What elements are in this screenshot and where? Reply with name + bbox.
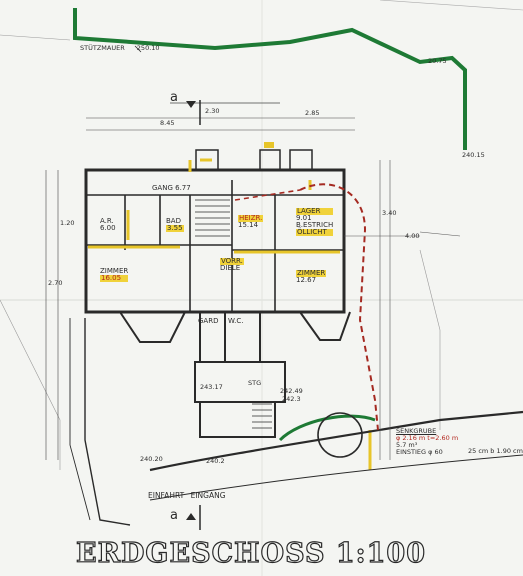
elev-240-2: 240.2	[206, 457, 225, 465]
sewer-line	[234, 189, 301, 201]
chimney	[195, 149, 219, 171]
senkgrube-volume: 5.7 m³	[396, 441, 418, 449]
dim-3-40: 3.40	[382, 209, 397, 217]
entry-stair	[252, 403, 272, 429]
dim-1-20: 1.20	[60, 219, 75, 227]
chimney	[289, 149, 313, 171]
room-diele-name: DIELE	[220, 264, 241, 272]
section-arrow	[186, 513, 196, 520]
room-zimmer-left-name: ZIMMER	[100, 267, 129, 275]
stair-label: STG	[248, 379, 262, 387]
retaining-wall-inner	[214, 41, 291, 49]
drawing-title: ERDGESCHOSS 1:100	[75, 537, 427, 569]
senkgrube-einstieg: EINSTIEG φ 60	[396, 448, 443, 456]
terrace-outline	[69, 318, 91, 521]
elevation-top-right: 20.75	[428, 57, 447, 65]
sewer-line	[299, 183, 379, 431]
elev-242-49: 242.49	[280, 387, 303, 395]
room-heizr: HEIZR. 15.14	[238, 214, 264, 229]
section-arrow	[186, 101, 196, 108]
site-boundary	[0, 34, 71, 41]
dim-2-30: 2.30	[205, 107, 220, 115]
section-mark-bottom: a	[170, 508, 178, 523]
room-lager-name: LAGER	[296, 208, 334, 215]
site-boundary	[379, 0, 523, 11]
driveway	[149, 410, 523, 472]
stuetzmauer-label: STÜTZMAUER 250.10	[80, 45, 160, 52]
room-bad: BAD 3.55	[166, 218, 184, 232]
room-ar-name: A.R.	[100, 217, 114, 225]
room-heizr-name: HEIZR.	[238, 214, 264, 222]
bay-window	[119, 311, 186, 343]
terrace-outline	[84, 318, 131, 526]
chimney-marker	[264, 142, 274, 148]
room-lager-area: 9.01	[296, 214, 312, 222]
room-vorr: VORR. DIELE	[220, 258, 244, 272]
elev-243-17: 243.17	[200, 383, 223, 391]
room-ar: A.R. 6.00	[100, 218, 116, 232]
retaining-wall	[73, 8, 467, 150]
room-heizr-area: 15.14	[238, 221, 259, 229]
einfahrt-text: EINFAHRT	[148, 491, 185, 500]
dim-2-85: 2.85	[305, 109, 320, 117]
room-wc: W.C.	[228, 317, 244, 325]
room-zimmer-left: ZIMMER 16.05	[100, 267, 129, 282]
dim-4-00: 4.00	[405, 232, 420, 240]
chimney	[259, 149, 281, 171]
room-gang: GANG 6.77	[152, 185, 191, 192]
eingang-text: EINGANG	[190, 491, 226, 500]
dim-8-45: 8.45	[160, 119, 175, 127]
room-lager-note: B.ESTRICH	[296, 221, 334, 229]
room-bad-area: 3.55	[166, 224, 184, 232]
room-lager-oelicht: ÖLLICHT	[296, 229, 334, 236]
dim-2-70: 2.70	[48, 279, 63, 287]
site-boundary	[419, 249, 441, 430]
senkgrube-dimensions: φ 2.16 m t=2.60 m	[396, 434, 459, 442]
room-ar-area: 6.00	[100, 224, 116, 232]
room-gang-area: 6.77	[175, 184, 191, 192]
bay-window	[299, 311, 351, 341]
driveway	[149, 454, 523, 501]
septic-tank	[317, 412, 363, 458]
highlighted-walls	[88, 158, 372, 470]
einfahrt-label: EINFAHRT EINGANG	[148, 491, 226, 500]
elevation-mid-right: 240.15	[462, 151, 485, 159]
wall-cross-mark	[134, 45, 142, 53]
senkgrube-label: SENKGRUBE φ 2.16 m t=2.60 m 5.7 m³ EINST…	[396, 428, 458, 456]
section-mark-top: a	[170, 90, 178, 105]
room-bad-name: BAD	[166, 217, 181, 225]
room-gard: GARD	[198, 317, 219, 325]
room-zimmer-right-area: 12.67	[296, 276, 317, 284]
dim-25cm: 25 cm b 1.90 cm	[468, 447, 523, 455]
senkgrube-title: SENKGRUBE	[396, 427, 437, 435]
stair-flight	[195, 199, 230, 237]
room-zimmer-right: ZIMMER 12.67	[296, 269, 327, 284]
elev-242-3: 242.3	[282, 395, 301, 403]
room-zimmer-right-name: ZIMMER	[296, 269, 327, 277]
room-lager: LAGER 9.01 B.ESTRICH ÖLLICHT	[296, 208, 334, 236]
dimension-line	[419, 231, 461, 237]
stuetzmauer-elevation: 250.10	[136, 44, 160, 52]
stuetzmauer-text: STÜTZMAUER	[80, 44, 125, 52]
room-gang-name: GANG	[152, 184, 173, 192]
room-vorr-name: VORR.	[220, 257, 244, 265]
lower-wing-walls	[194, 311, 286, 438]
site-boundary	[0, 299, 61, 470]
elev-240-20: 240.20	[140, 455, 163, 463]
room-zimmer-left-area: 16.05	[100, 275, 129, 282]
